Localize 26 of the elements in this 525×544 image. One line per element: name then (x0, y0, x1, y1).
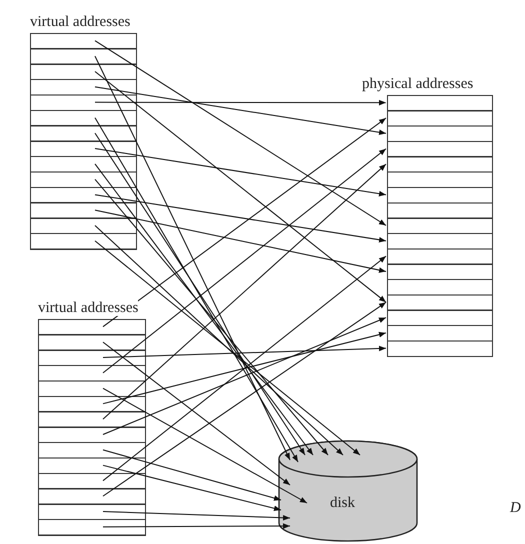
arrow (102, 464, 282, 511)
arrow (102, 511, 290, 521)
arrow (102, 148, 386, 374)
arrow (94, 40, 386, 226)
note-text: D (510, 500, 521, 517)
arrow (102, 449, 282, 501)
arrow (102, 523, 290, 529)
arrow (94, 210, 386, 273)
arrow (94, 56, 290, 460)
arrow (102, 317, 386, 435)
arrow (102, 332, 386, 404)
arrow (94, 194, 386, 242)
table-heading: physical addresses (362, 76, 474, 92)
disk-label: disk (330, 495, 356, 511)
arrow (102, 302, 386, 497)
arrow (102, 346, 386, 358)
arrow (102, 118, 386, 328)
arrow (94, 148, 386, 196)
arrow (94, 71, 386, 303)
arrow (102, 256, 386, 482)
arrow (94, 100, 386, 106)
arrow (94, 86, 386, 136)
arrow (102, 164, 386, 420)
arrow (102, 388, 308, 504)
table-heading: virtual addresses (38, 300, 138, 316)
arrow (102, 342, 290, 486)
